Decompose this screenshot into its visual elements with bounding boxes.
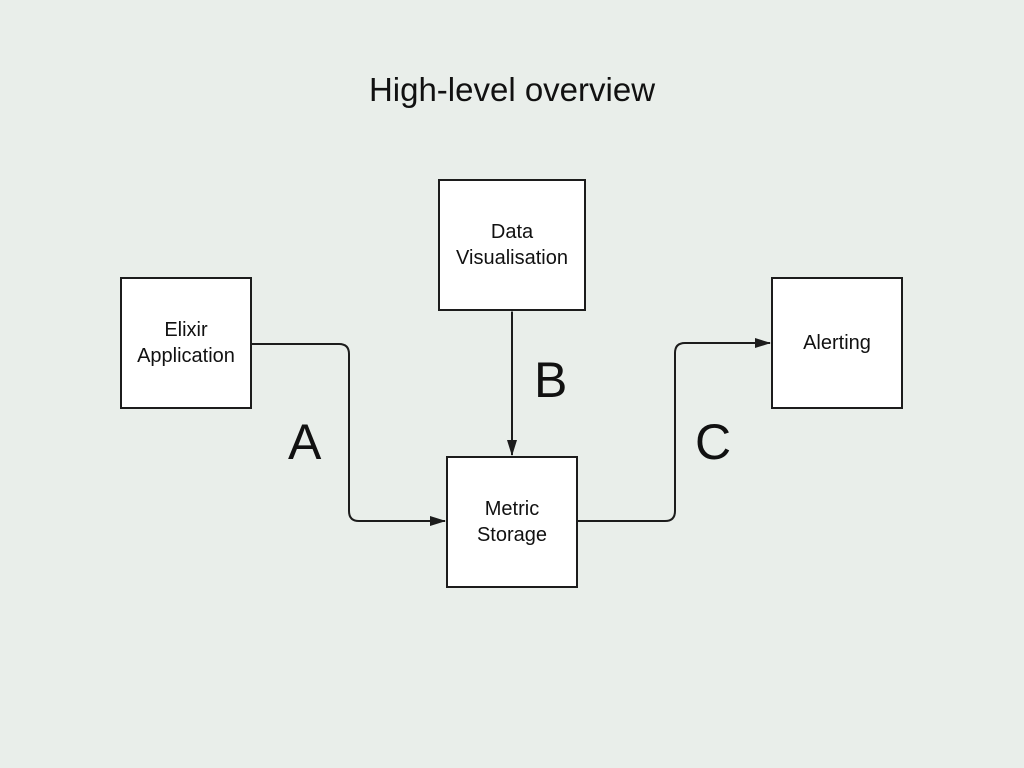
connector-a — [252, 343, 446, 526]
edge-label-b: B — [534, 352, 568, 408]
node-alerting: Alerting — [771, 277, 903, 409]
edge-label-c: C — [695, 414, 732, 470]
connector-c — [578, 338, 771, 522]
node-label-line: Elixir — [164, 319, 208, 341]
edge-label-a: A — [288, 414, 322, 470]
node-label-line: Visualisation — [456, 247, 568, 269]
node-label-line: Storage — [476, 524, 548, 546]
node-label-line: Metric — [484, 498, 540, 520]
node-label-line: Alerting — [803, 332, 871, 354]
diagram-title: High-level overview — [368, 71, 656, 108]
node-label-line: Data — [490, 221, 534, 243]
node-metric-storage: Metric Storage — [446, 456, 578, 588]
node-elixir-application: Elixir Application — [120, 277, 252, 409]
node-data-visualisation: Data Visualisation — [438, 179, 586, 311]
node-label-line: Application — [137, 345, 235, 367]
